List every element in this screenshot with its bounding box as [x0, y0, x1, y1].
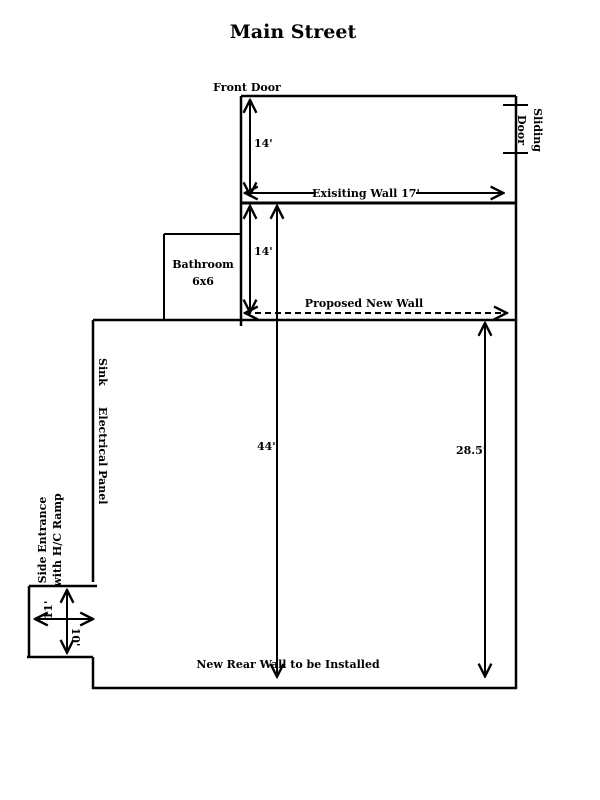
electrical-panel-label: Electrical Panel [96, 407, 109, 504]
bathroom-size-label: 6x6 [192, 275, 214, 288]
walls [27, 94, 528, 690]
side-depth-label: 10' [69, 628, 82, 647]
existing-wall-label: Exisiting Wall 17' [312, 187, 420, 200]
sink-label: Sink [96, 358, 109, 386]
side-entrance-ramp-label: with H/C Ramp [51, 493, 64, 588]
rear-length-label: 28.5' [456, 444, 486, 457]
rear-wall-label: New Rear Wall to be Installed [196, 658, 380, 671]
side-width-label: 11' [42, 601, 55, 620]
dimension-arrows [35, 100, 507, 677]
front-depth-label: 14' [254, 137, 273, 150]
door-label: Door [515, 115, 528, 145]
total-length-label: 44' [257, 440, 276, 453]
side-entrance-label: Side Entrance [36, 497, 49, 584]
plan-title: Main Street [230, 21, 357, 43]
front-door-label: Front Door [213, 81, 281, 94]
bathroom-label: Bathroom [172, 258, 234, 271]
middle-depth-label: 14' [254, 245, 273, 258]
sliding-label: Sliding [531, 108, 544, 152]
proposed-wall-label: Proposed New Wall [305, 297, 423, 310]
